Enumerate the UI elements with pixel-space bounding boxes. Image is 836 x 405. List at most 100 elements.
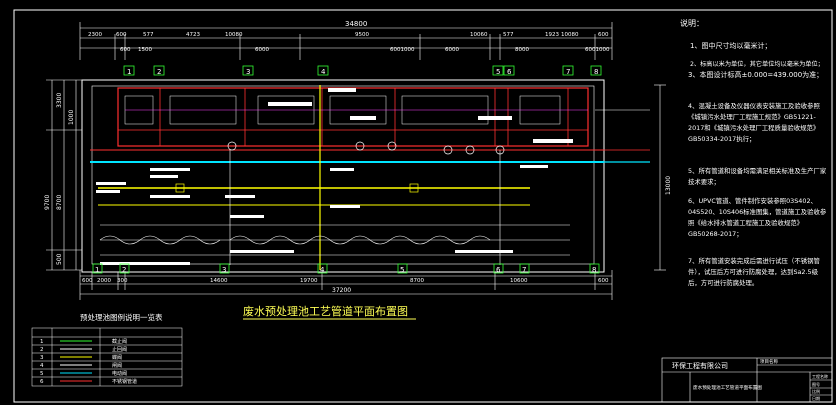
- drawing-title: 废水预处理池工艺管道平面布置图: [243, 304, 408, 318]
- svg-text:1500: 1500: [138, 47, 152, 53]
- upper-chamber-details: [124, 95, 588, 125]
- svg-text:3300: 3300: [56, 93, 63, 108]
- note-7-wrap: 7、所有管道安装完成后需进行试压（不锈钢管件），试压后方可进行防腐处理，达到Sa…: [688, 257, 820, 287]
- svg-text:600: 600: [598, 32, 609, 38]
- svg-text:1: 1: [40, 339, 44, 345]
- top-dim-row2: 600 1500 6000 6001000 6000 8000 6001000: [120, 47, 610, 53]
- svg-text:6001000: 6001000: [390, 47, 415, 53]
- title-block-drawing-name: 废水预处理池工艺管道平面布置图: [693, 384, 762, 391]
- svg-text:500: 500: [56, 253, 63, 265]
- svg-text:5: 5: [40, 371, 44, 377]
- svg-text:7: 7: [566, 68, 570, 76]
- notes-block: 说明： 1、图中尺寸均以毫米计； 2、标高以米为单位，其它单位均以毫米为单位； …: [680, 18, 827, 287]
- dim-top-total: 34800: [345, 20, 367, 28]
- svg-text:图号: 图号: [812, 381, 820, 387]
- svg-text:6: 6: [507, 68, 512, 76]
- svg-text:5: 5: [400, 266, 404, 274]
- svg-text:8: 8: [592, 266, 596, 274]
- svg-text:600: 600: [116, 32, 127, 38]
- right-dim-label: 13000: [665, 176, 672, 195]
- svg-text:6: 6: [40, 379, 44, 385]
- note-4: 4、混凝土设备及仪器仪表安装施工及验收参照《城镇污水处理厂工程施工规范》GB51…: [688, 102, 820, 143]
- top-axis-markers: [123, 65, 602, 76]
- legend-rows: 1 2 3 4 5 6 截止阀 止回阀 蝶阀 闸阀 电动阀 不锈钢管道: [40, 338, 137, 385]
- svg-text:1000: 1000: [68, 110, 75, 125]
- pipe-network: [90, 85, 650, 270]
- note-5-wrap: 5、所有管道和设备均需满足相关标准及生产厂家技术要求；: [688, 167, 827, 186]
- svg-text:10080: 10080: [225, 32, 243, 38]
- bottom-dimensions: [79, 270, 613, 300]
- title-block: [661, 357, 833, 403]
- right-dimension: [654, 84, 666, 271]
- svg-text:10060: 10060: [470, 32, 488, 38]
- svg-text:日期: 日期: [812, 395, 820, 401]
- svg-text:6000: 6000: [255, 47, 269, 53]
- svg-text:8700: 8700: [56, 195, 63, 210]
- svg-text:2: 2: [122, 266, 126, 274]
- svg-text:5: 5: [496, 68, 500, 76]
- svg-text:蝶阀: 蝶阀: [112, 354, 122, 361]
- note-6: 6、UPVC管道、管件制作安装参照03S402、04S520、10S406标准图…: [688, 197, 827, 238]
- svg-text:4: 4: [40, 363, 44, 369]
- note-1: 1、图中尺寸均以毫米计；: [690, 41, 771, 50]
- svg-text:6001000: 6001000: [585, 47, 610, 53]
- svg-text:4: 4: [320, 266, 325, 274]
- svg-text:600: 600: [598, 278, 609, 284]
- top-axis-labels: 1 2 3 4 5 6 7 8: [127, 68, 598, 76]
- svg-text:600: 600: [82, 278, 93, 284]
- svg-text:闸阀: 闸阀: [112, 362, 122, 369]
- dim-bottom-total: 37200: [332, 287, 351, 294]
- svg-text:600: 600: [120, 47, 131, 53]
- svg-text:19700: 19700: [300, 278, 318, 284]
- svg-text:比例: 比例: [812, 388, 820, 394]
- title-block-cells: 工程名称 图号 比例 日期: [812, 373, 828, 401]
- svg-text:14600: 14600: [210, 278, 228, 284]
- bottom-axis-markers: [92, 263, 600, 274]
- title-block-project-label: 项目名称: [760, 358, 778, 365]
- note-5: 5、所有管道和设备均需满足相关标准及生产厂家技术要求；: [688, 167, 827, 186]
- bottom-dim-row1: 600 2000 300 14600 19700 8700 10600 600: [82, 278, 609, 284]
- note-3-wrap: 3、本图设计标高±0.000=439.000为准；: [688, 71, 824, 79]
- svg-text:7: 7: [522, 266, 526, 274]
- svg-text:9500: 9500: [355, 32, 369, 38]
- svg-text:577: 577: [503, 32, 514, 38]
- svg-text:3: 3: [246, 68, 250, 76]
- svg-text:截止阀: 截止阀: [112, 338, 127, 345]
- svg-text:10080: 10080: [561, 32, 579, 38]
- svg-text:8: 8: [594, 68, 598, 76]
- svg-text:10600: 10600: [510, 278, 528, 284]
- svg-text:工程名称: 工程名称: [812, 373, 828, 379]
- svg-text:2300: 2300: [88, 32, 102, 38]
- svg-text:6: 6: [496, 266, 501, 274]
- pipe-annotations: [96, 165, 548, 265]
- drawing-frame: [13, 9, 833, 403]
- svg-text:2: 2: [157, 68, 161, 76]
- svg-text:电动阀: 电动阀: [112, 370, 127, 377]
- note-2: 2、标高以米为单位，其它单位均以毫米为单位；: [690, 60, 824, 68]
- svg-text:4723: 4723: [186, 32, 200, 38]
- top-dimensions: [79, 22, 613, 60]
- svg-text:8000: 8000: [515, 47, 529, 53]
- svg-text:2000: 2000: [97, 278, 111, 284]
- valve-symbols: [175, 141, 505, 193]
- svg-text:不锈钢管道: 不锈钢管道: [112, 378, 137, 385]
- upper-chamber-labels: [268, 88, 573, 143]
- svg-text:8700: 8700: [410, 278, 424, 284]
- legend-title: 预处理池图例说明一览表: [80, 312, 163, 322]
- left-dimensions: [46, 79, 82, 271]
- left-dim-labels: 3300 1000 9700 8700 500: [44, 93, 75, 265]
- svg-text:1923: 1923: [545, 32, 559, 38]
- svg-text:3: 3: [40, 355, 44, 361]
- svg-text:6000: 6000: [445, 47, 459, 53]
- title-block-company: 环保工程有限公司: [672, 361, 728, 370]
- notes-heading: 说明：: [680, 18, 704, 28]
- svg-text:1: 1: [127, 68, 131, 76]
- svg-text:300: 300: [117, 278, 128, 284]
- bottom-axis-labels: 1 2 3 4 5 6 7 8: [95, 266, 596, 274]
- svg-text:9700: 9700: [44, 195, 51, 210]
- svg-text:1: 1: [95, 266, 99, 274]
- note-6-wrap: 6、UPVC管道、管件制作安装参照03S402、04S520、10S406标准图…: [688, 197, 827, 238]
- note-3: 3、本图设计标高±0.000=439.000为准；: [688, 71, 824, 79]
- svg-text:4: 4: [321, 68, 326, 76]
